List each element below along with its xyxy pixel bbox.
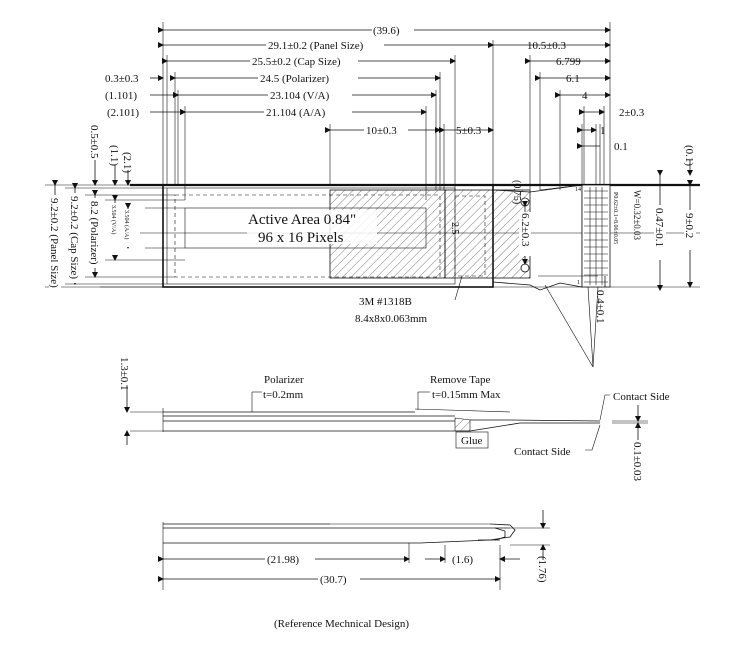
dim-047: 0.47±0.1 bbox=[653, 208, 665, 247]
dim-2101: (2.101) bbox=[107, 107, 139, 119]
dim-2198: (21.98) bbox=[267, 554, 299, 566]
top-view: Active Area 0.84" 96 x 16 Pixels 2.5 14 … bbox=[100, 145, 700, 368]
dim-w: W=0.32±0.03 bbox=[632, 190, 642, 241]
dim-aa: 21.104 (A/A) bbox=[266, 107, 326, 119]
tape-hatch bbox=[444, 189, 531, 279]
pixels-label: 96 x 16 Pixels bbox=[258, 230, 344, 246]
dim-va: 23.104 (V/A) bbox=[270, 90, 330, 102]
dim-01-paren: (0.1) bbox=[683, 145, 695, 166]
dim-16: (1.6) bbox=[452, 554, 473, 566]
dim-right-total: 10.5±0.3 bbox=[527, 40, 567, 52]
polarizer-thickness: t=0.2mm bbox=[263, 389, 304, 401]
remove-tape-thickness: t=0.15mm Max bbox=[432, 389, 501, 401]
dim-5: 5±0.3 bbox=[456, 125, 482, 137]
dim-overall: (39.6) bbox=[373, 25, 400, 37]
caption: (Reference Mechnical Design) bbox=[274, 618, 409, 630]
dim-1101: (1.101) bbox=[105, 90, 137, 102]
dim-10: 10±0.3 bbox=[366, 125, 397, 137]
dim-01: 0.1 bbox=[614, 141, 628, 153]
contact-side-bottom: Contact Side bbox=[514, 446, 571, 458]
active-area-label: Active Area 0.84" bbox=[248, 212, 356, 228]
polarizer-outline bbox=[174, 194, 441, 278]
tape-outline bbox=[454, 195, 486, 277]
bottom-view: (21.98) (1.6) (30.7) (1.76) bbox=[158, 510, 550, 590]
dim-p: P0.62±0.1=8.06±0.05 bbox=[612, 192, 618, 244]
glue-label: Glue bbox=[461, 435, 483, 447]
dim-25: 2.5 bbox=[449, 222, 460, 235]
dim-1: 1 bbox=[600, 125, 606, 137]
dim-cap-v: 9.2±0.2 (Cap Size) bbox=[68, 196, 80, 279]
tape-note-2: 8.4x8x0.063mm bbox=[355, 313, 428, 325]
pin-1-label: 1 bbox=[577, 280, 580, 286]
side-thickness: 1.3±0.1 bbox=[118, 357, 130, 391]
dim-11: (1.1) bbox=[108, 145, 120, 166]
hole-bottom bbox=[520, 263, 530, 273]
dim-cap-size: 25.5±0.2 (Cap Size) bbox=[252, 56, 341, 68]
dim-075: (0.75) bbox=[511, 180, 522, 204]
tape-note-1: 3M #1318B bbox=[359, 296, 412, 308]
pin-14-label: 14 bbox=[575, 187, 581, 193]
dim-aa-v: 3.504 (A/A) bbox=[123, 210, 130, 239]
glue-hatch bbox=[454, 417, 471, 432]
polarizer-label: Polarizer bbox=[264, 374, 304, 386]
fpc-pins bbox=[584, 187, 608, 285]
dim-62: 6.2±0.3 bbox=[519, 213, 531, 247]
dim-61: 6.1 bbox=[566, 73, 580, 85]
top-dimension-labels: (39.6) 29.1±0.2 (Panel Size) 10.5±0.3 25… bbox=[105, 24, 645, 153]
dim-panel-size: 29.1±0.2 (Panel Size) bbox=[268, 40, 364, 52]
fpc-thickness: 0.1±0.03 bbox=[631, 442, 643, 482]
contact-side-top: Contact Side bbox=[613, 391, 670, 403]
dim-polarizer: 24.5 (Polarizer) bbox=[260, 73, 329, 85]
dim-va-v: 3.504 (V/A) bbox=[110, 205, 117, 234]
dim-82: 8.2 (Polarizer) bbox=[88, 201, 100, 265]
dim-6799: 6.799 bbox=[556, 56, 581, 68]
dim-2: 2±0.3 bbox=[619, 107, 645, 119]
left-dimensions: 9.2±0.2 (Panel Size) 9.2±0.2 (Cap Size) … bbox=[45, 125, 185, 295]
dim-21: (2.1) bbox=[121, 152, 133, 173]
dim-4: 4 bbox=[582, 90, 588, 102]
dim-05: 0.5±0.5 bbox=[88, 125, 100, 159]
dim-176: (1.76) bbox=[536, 556, 548, 583]
dim-03: 0.3±0.3 bbox=[105, 73, 139, 85]
dim-307: (30.7) bbox=[320, 574, 347, 586]
dim-panel-v: 9.2±0.2 (Panel Size) bbox=[48, 198, 60, 288]
dim-9: 9±0.2 bbox=[683, 213, 695, 238]
remove-tape-label: Remove Tape bbox=[430, 374, 491, 386]
side-view: 1.3±0.1 Polarizer t=0.2mm Remove Tape t=… bbox=[118, 357, 670, 482]
